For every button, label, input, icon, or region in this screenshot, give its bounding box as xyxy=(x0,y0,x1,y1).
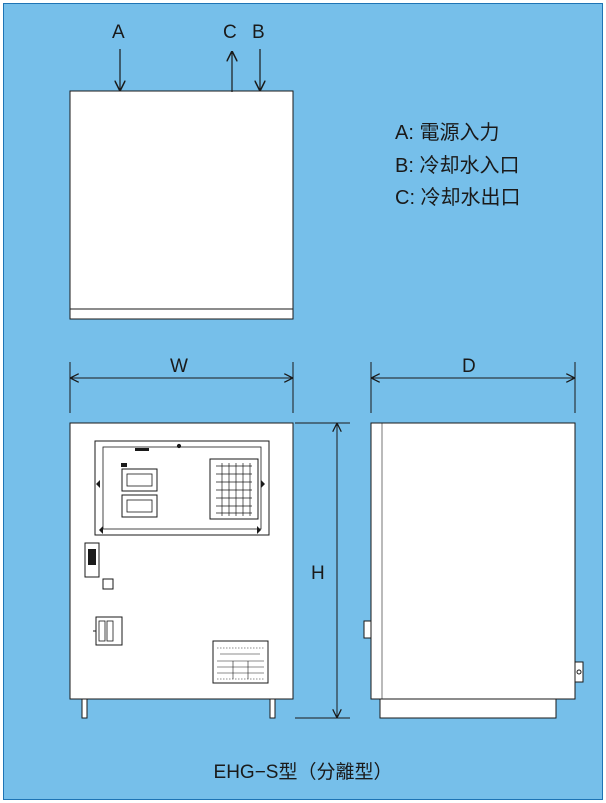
legend-item-a: A: 電源入力 xyxy=(395,122,500,144)
side-view xyxy=(363,422,584,719)
label-b: B xyxy=(252,22,265,43)
small-indicator xyxy=(102,578,114,590)
legend-item-c: C: 冷却水出口 xyxy=(395,187,521,209)
dimension-h xyxy=(295,422,350,719)
dimension-d xyxy=(370,362,576,413)
label-a: A xyxy=(112,22,125,43)
lower-switch xyxy=(95,616,123,646)
front-leg-left xyxy=(81,698,88,719)
display-2 xyxy=(121,494,158,518)
front-leg-right xyxy=(269,698,276,719)
dimension-w xyxy=(69,362,294,413)
legend-item-b: B: 冷却水入口 xyxy=(395,155,520,177)
port-arrows xyxy=(120,49,260,92)
name-plate xyxy=(212,640,269,684)
side-handle xyxy=(363,620,372,639)
dimension-d-label: D xyxy=(462,356,476,377)
label-c: C xyxy=(223,22,237,43)
top-view xyxy=(69,90,294,320)
dimension-w-label: W xyxy=(170,356,188,377)
diagram-caption: EHG−S型（分離型） xyxy=(213,762,393,783)
side-base xyxy=(379,698,557,719)
top-view-outline xyxy=(69,90,294,320)
side-cabinet-outline xyxy=(370,422,576,700)
display-1 xyxy=(121,468,158,492)
dimension-h-label: H xyxy=(311,563,325,584)
terminal-block xyxy=(209,458,259,520)
front-view xyxy=(69,422,294,719)
side-port xyxy=(574,661,584,683)
